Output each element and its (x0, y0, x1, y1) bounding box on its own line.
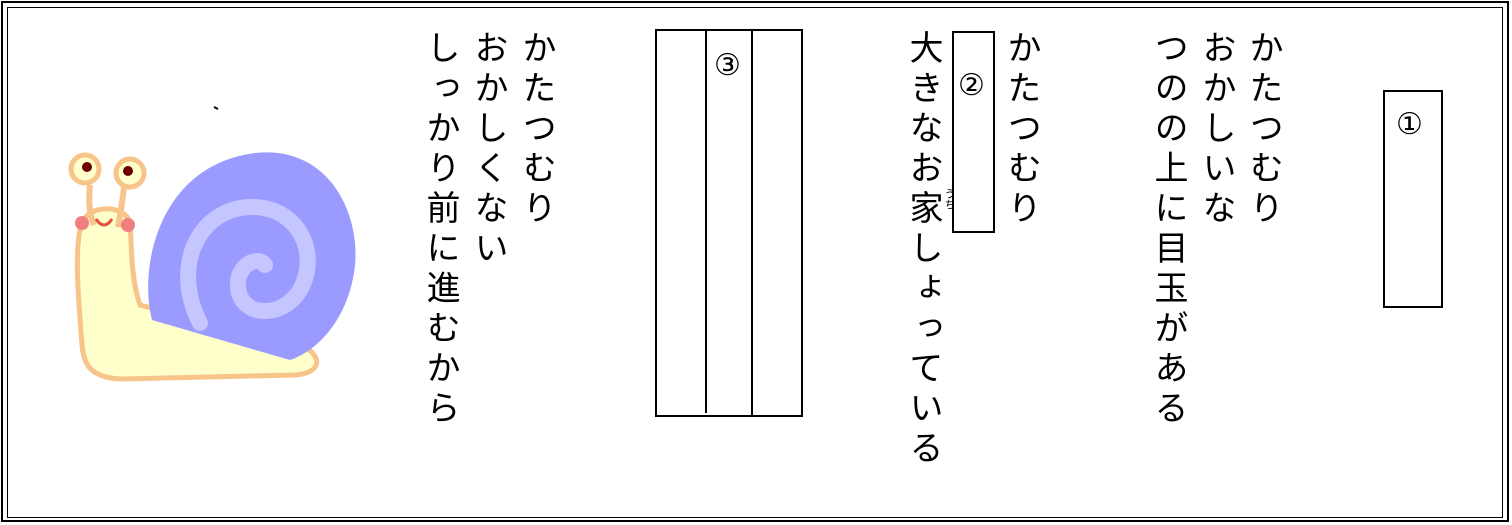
answer-marker-2: ② (958, 68, 985, 103)
answer-box-1[interactable]: ① (1383, 90, 1443, 308)
poem-line-1-1: かたつむり (1243, 30, 1283, 230)
poem-line-1-3: つのの上に目玉がある (1148, 30, 1188, 430)
answer-box-3[interactable]: ③ (655, 29, 803, 417)
poem-line-2-2: 大きなお家しょっている (903, 30, 943, 470)
answer-marker-3: ③ (714, 48, 741, 83)
snail-illustration (68, 106, 356, 382)
poem-line-4-3: しっかり前に進むから (420, 30, 460, 430)
answer-box-3-divider-1 (705, 31, 707, 413)
poem-line-2-1: かたつむり (1001, 30, 1041, 230)
snail-shell-spiral (180, 198, 316, 331)
answer-box-3-divider-2 (751, 31, 753, 415)
answer-marker-1: ① (1396, 107, 1423, 142)
poem-line-1-2: おかしいな (1196, 30, 1236, 230)
answer-box-2[interactable]: ② (952, 31, 995, 233)
poem-line-4-1: かたつむり (516, 30, 556, 230)
poem-line-4-2: おかしくない (468, 30, 508, 270)
worksheet-inner-frame (7, 7, 1503, 518)
ruby-uchi: うち (943, 188, 956, 210)
